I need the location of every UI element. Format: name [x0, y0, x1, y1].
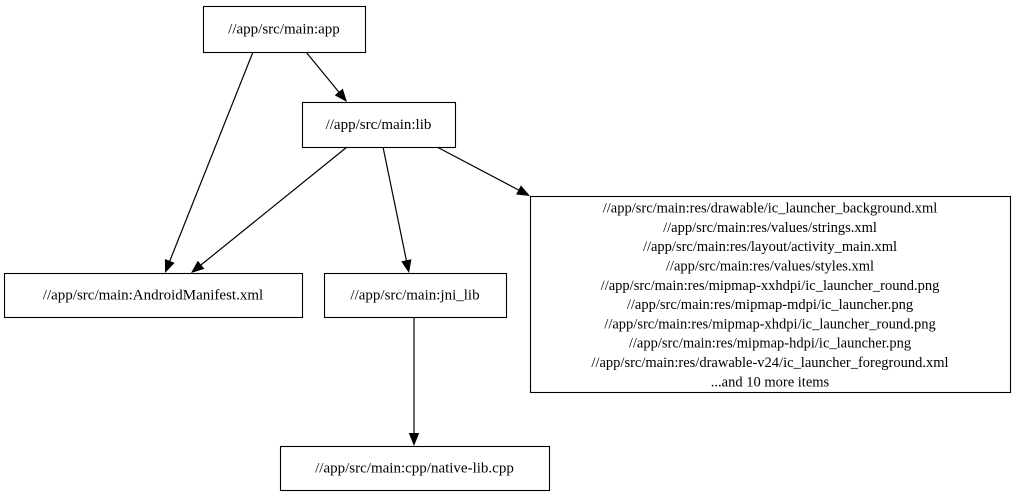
node-label: //app/src/main:jni_lib: [350, 287, 479, 303]
graph-node-jni_lib[interactable]: //app/src/main:jni_lib: [323, 272, 508, 319]
edge-arrowhead: [401, 259, 412, 273]
node-label-line: //app/src/main:res/mipmap-mdpi/ic_launch…: [627, 297, 913, 313]
edge-line: [436, 146, 521, 192]
node-label-line: //app/src/main:res/values/styles.xml: [666, 258, 874, 274]
node-label-line: //app/src/main:res/layout/activity_main.…: [643, 239, 897, 255]
node-label: //app/src/main:cpp/native-lib.cpp: [315, 460, 514, 476]
edge-lib-to-jni-lib: [382, 146, 412, 273]
edge-line: [305, 51, 341, 95]
node-label: //app/src/main:AndroidManifest.xml: [43, 287, 263, 303]
node-box[interactable]: [529, 195, 1012, 394]
node-label-line: //app/src/main:res/drawable/ic_launcher_…: [603, 201, 938, 217]
node-label-line: ...and 10 more items: [711, 374, 830, 390]
node-label-line: //app/src/main:res/drawable-v24/ic_launc…: [591, 355, 948, 371]
node-label-line: //app/src/main:res/mipmap-xhdpi/ic_launc…: [604, 316, 935, 332]
node-label-line: //app/src/main:res/mipmap-hdpi/ic_launch…: [629, 336, 911, 352]
node-label: //app/src/main:app: [228, 21, 340, 37]
node-label: //app/src/main:lib: [326, 117, 432, 133]
graph-node-app[interactable]: //app/src/main:app: [202, 5, 367, 54]
edge-lib-to-resources: [436, 146, 530, 196]
graph-node-native_lib[interactable]: //app/src/main:cpp/native-lib.cpp: [279, 445, 551, 492]
edge-app-to-lib: [305, 51, 347, 102]
nodes-layer: //app/src/main:app //app/src/main:lib //ap…: [3, 5, 1012, 492]
node-box[interactable]: [3, 272, 304, 319]
graph-node-manifest[interactable]: //app/src/main:AndroidManifest.xml: [3, 272, 304, 319]
edge-arrowhead: [334, 88, 347, 102]
node-box[interactable]: [301, 101, 457, 149]
node-box[interactable]: [279, 445, 551, 492]
edge-app-to-manifest: [164, 51, 254, 273]
node-box[interactable]: [323, 272, 508, 319]
node-box[interactable]: [202, 5, 367, 54]
graph-node-lib[interactable]: //app/src/main:lib: [301, 101, 457, 149]
edge-line: [382, 146, 408, 263]
edge-arrowhead: [408, 433, 420, 446]
edge-arrowhead: [191, 260, 205, 273]
edge-arrowhead: [164, 258, 175, 273]
graph-node-resources[interactable]: //app/src/main:res/drawable/ic_launcher_…: [529, 195, 1012, 394]
node-label-line: //app/src/main:res/mipmap-xxhdpi/ic_laun…: [601, 278, 940, 294]
edge-line: [198, 146, 348, 267]
edge-line: [168, 51, 254, 264]
edges-layer: [164, 51, 530, 446]
edge-lib-to-manifest: [191, 146, 348, 273]
node-label-line: //app/src/main:res/values/strings.xml: [663, 220, 877, 236]
edge-arrowhead: [516, 185, 530, 196]
edge-jni-lib-to-native-lib: [408, 317, 420, 446]
